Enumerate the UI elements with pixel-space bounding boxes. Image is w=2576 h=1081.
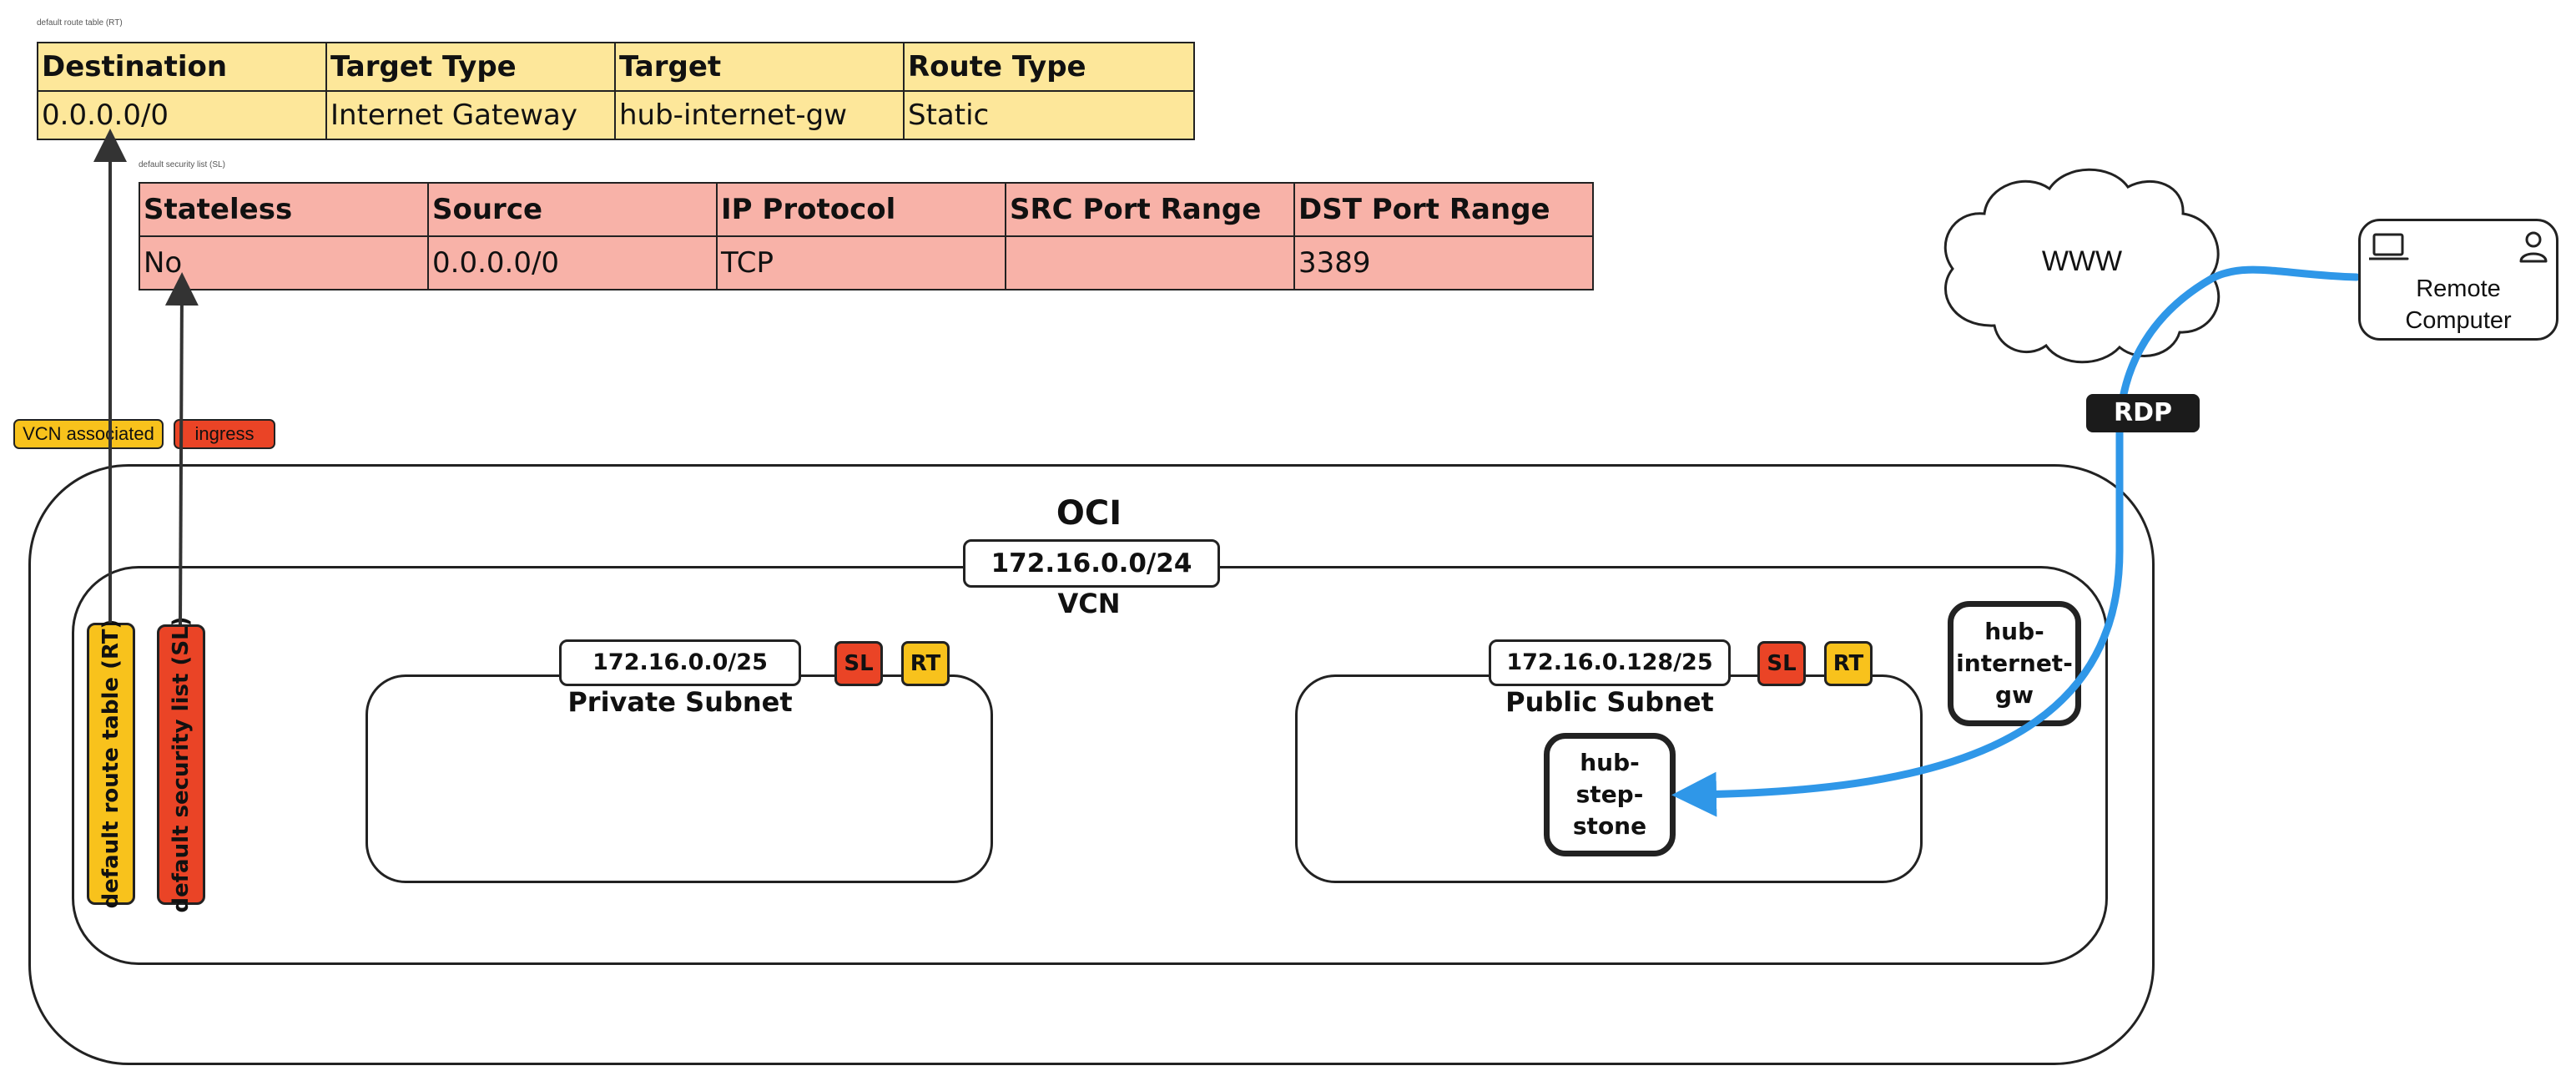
security-list-header: SRC Port Range — [1005, 182, 1295, 237]
route-table-header: Destination — [37, 42, 327, 92]
security-list-cell: TCP — [716, 235, 1006, 290]
route-table-cell: Static — [903, 90, 1195, 140]
www-label: WWW — [2041, 245, 2123, 277]
public-subnet-label: Public Subnet — [1505, 686, 1714, 718]
private-subnet-label: Private Subnet — [567, 686, 793, 718]
security-list-cell — [1005, 235, 1295, 290]
laptop-icon — [2369, 233, 2409, 260]
ingress-tag: ingress — [174, 419, 275, 449]
security-list-header: IP Protocol — [716, 182, 1006, 237]
remote-computer-node[interactable]: Remote Computer — [2358, 219, 2558, 341]
cloud-icon — [1943, 168, 2221, 364]
security-list-header: Stateless — [139, 182, 429, 237]
security-list-row: No 0.0.0.0/0 TCP 3389 — [139, 235, 1594, 290]
vcn-cidr: 172.16.0.0/24 — [963, 539, 1220, 588]
public-subnet-rt-badge: RT — [1824, 641, 1873, 686]
oci-title: OCI — [1056, 494, 1122, 533]
route-table-header: Target — [614, 42, 905, 92]
user-icon — [2519, 231, 2548, 263]
rdp-label: RDP — [2086, 394, 2200, 432]
public-subnet-sl-badge: SL — [1757, 641, 1806, 686]
default-route-table-tag: default route table (RT) — [87, 619, 135, 908]
private-subnet-rt-badge: RT — [901, 641, 950, 686]
route-table-header: Target Type — [325, 42, 616, 92]
vcn-label: VCN — [1057, 588, 1121, 619]
private-subnet-cidr: 172.16.0.0/25 — [559, 639, 801, 686]
remote-computer-label: Remote Computer — [2405, 275, 2512, 334]
route-table-header: Route Type — [903, 42, 1195, 92]
security-list-header-row: Stateless Source IP Protocol SRC Port Ra… — [139, 182, 1594, 237]
security-list-header: Source — [427, 182, 718, 237]
security-list-cell: 3389 — [1293, 235, 1594, 290]
public-subnet-cidr: 172.16.0.128/25 — [1489, 639, 1731, 686]
route-table-caption: default route table (RT) — [37, 18, 123, 28]
security-list-cell: 0.0.0.0/0 — [427, 235, 718, 290]
default-security-list-tag: default security list (SL) — [157, 616, 205, 913]
security-list-association-arrow — [164, 272, 199, 625]
route-table-cell: Internet Gateway — [325, 90, 616, 140]
route-table-cell: 0.0.0.0/0 — [37, 90, 327, 140]
security-list-cell: No — [139, 235, 429, 290]
private-subnet-sl-badge: SL — [834, 641, 883, 686]
route-table: Destination Target Type Target Route Typ… — [37, 42, 1195, 140]
hub-step-stone-node[interactable]: hub-step- stone — [1544, 733, 1676, 856]
oci-container — [28, 464, 2155, 1065]
security-list-table: Stateless Source IP Protocol SRC Port Ra… — [139, 182, 1594, 290]
security-list-header: DST Port Range — [1293, 182, 1594, 237]
security-list-caption: default security list (SL) — [139, 160, 225, 169]
route-table-row: 0.0.0.0/0 Internet Gateway hub-internet-… — [37, 90, 1195, 140]
vcn-associated-tag: VCN associated — [13, 419, 164, 449]
route-table-cell: hub-internet-gw — [614, 90, 905, 140]
route-table-header-row: Destination Target Type Target Route Typ… — [37, 42, 1195, 92]
